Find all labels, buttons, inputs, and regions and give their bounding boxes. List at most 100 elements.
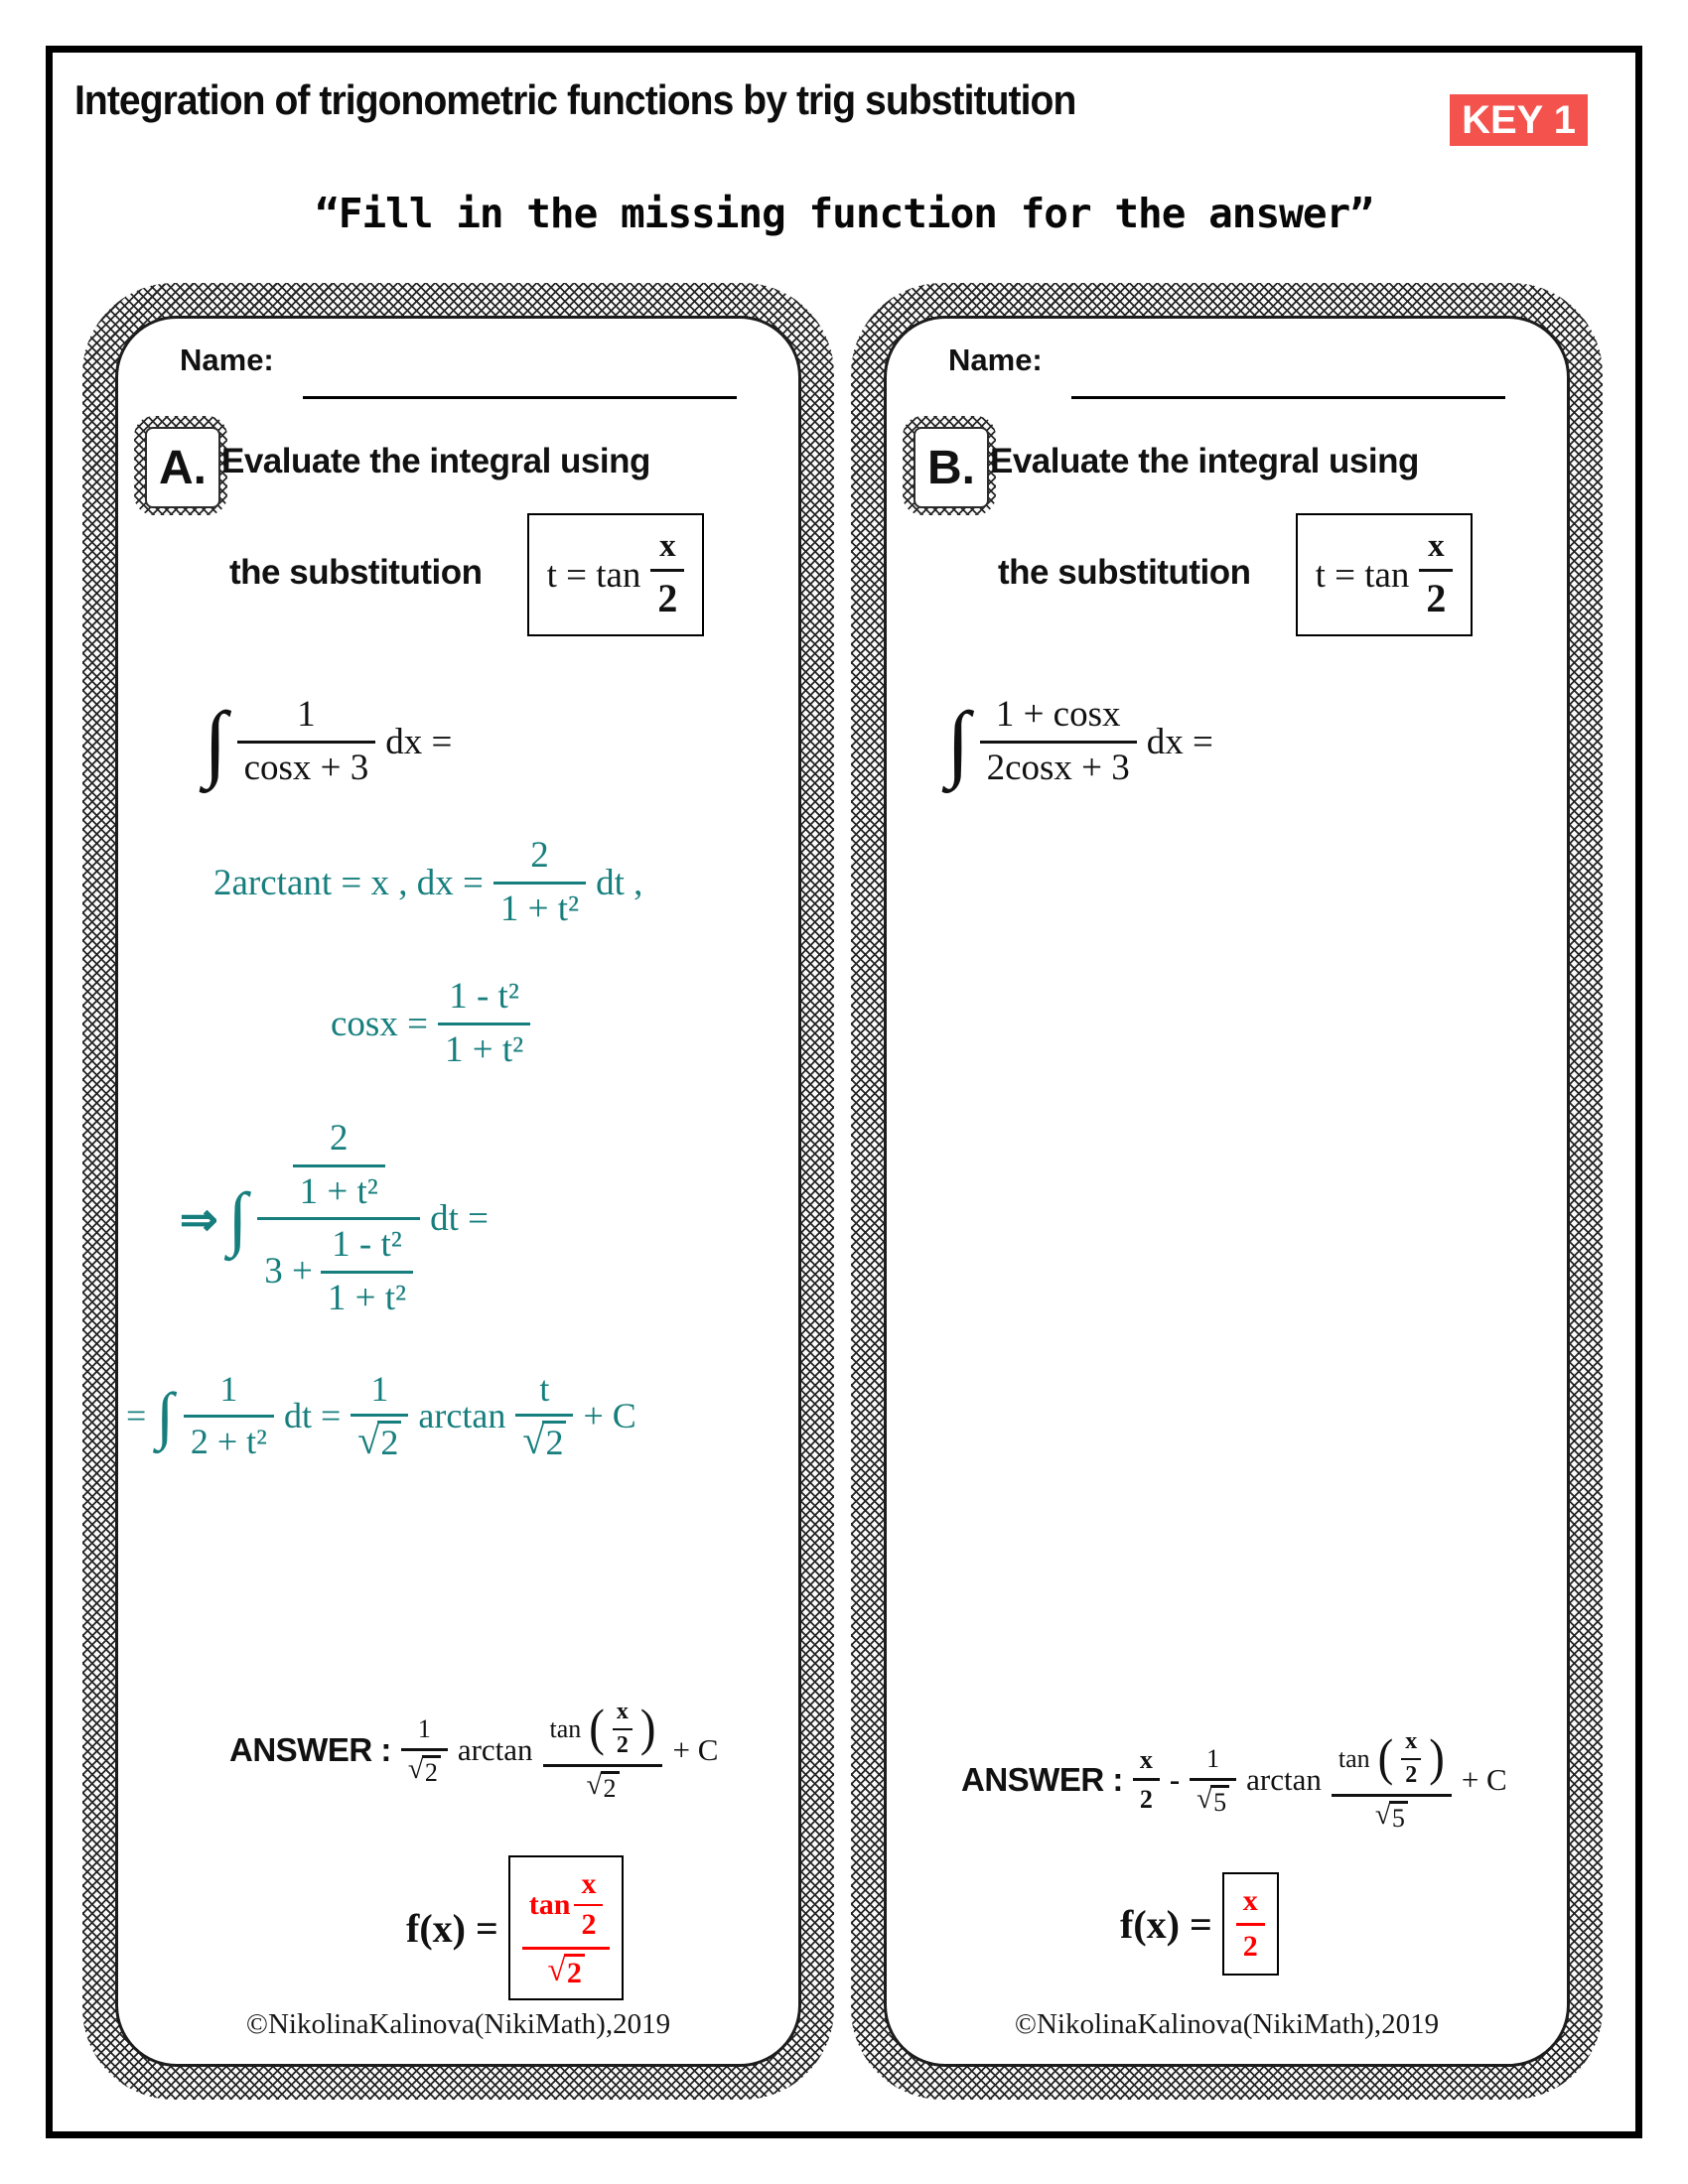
right-paren: ) <box>639 1700 656 1757</box>
fraction-bar <box>574 1903 604 1906</box>
prompt-line-2: the substitution <box>998 553 1251 592</box>
frac-num: 2 <box>329 1118 349 1159</box>
frac-num: x <box>1428 527 1445 564</box>
panel-a: Name: A. Evaluate the integral using the… <box>82 283 834 2100</box>
top-fraction: 2 1 + t² <box>292 1118 385 1213</box>
name-input-line[interactable] <box>1071 396 1505 399</box>
bottom-fraction: 1 - t² 1 + t² <box>320 1224 414 1319</box>
fx-line-b: f(x) = x 2 <box>1120 1872 1279 1976</box>
radical-sign: √ <box>357 1418 380 1463</box>
frac-num: 1 <box>417 1713 431 1743</box>
radical-sign: √ <box>1196 1782 1213 1815</box>
fx-label: f(x) = <box>1120 1901 1212 1947</box>
fraction-bar <box>1235 1922 1265 1926</box>
plus-c: + C <box>583 1396 636 1436</box>
tan-label: tan <box>549 1713 582 1743</box>
substitution-box-a: t = tan x 2 <box>527 513 704 636</box>
radical-sign: √ <box>522 1418 545 1463</box>
section-b-letter-box: B. <box>903 416 996 515</box>
left-paren: ( <box>1377 1729 1394 1787</box>
frac-den: 2 <box>1426 576 1447 621</box>
right-paren: ) <box>1429 1729 1445 1787</box>
fx-answer-box[interactable]: tan x 2 √ 2 <box>507 1855 625 2000</box>
integral-sign: ∫ <box>227 1178 248 1258</box>
fraction-bar <box>612 1727 633 1731</box>
integrand-fraction: 1 2 + t² <box>183 1369 274 1462</box>
frac-num: x <box>1139 1744 1153 1774</box>
work-line-4: = ∫ 1 2 + t² dt = 1 √ 2 arctan <box>126 1369 636 1462</box>
fraction-bar <box>292 1163 385 1167</box>
x-over-2: x 2 <box>1401 1728 1422 1790</box>
fx-answer-fraction: tan x 2 √ 2 <box>521 1867 611 1988</box>
panel-b-inner: Name: B. Evaluate the integral using the… <box>884 316 1570 2067</box>
argument-fraction: t √ 2 <box>515 1369 574 1462</box>
prompt-line-1: Evaluate the integral using <box>990 442 1419 480</box>
frac-den: 2 <box>1242 1929 1258 1963</box>
frac-den: 2 <box>1405 1762 1418 1789</box>
plus-c: + C <box>1461 1761 1507 1797</box>
fraction-bar <box>492 881 587 885</box>
fraction-bar <box>515 1414 574 1418</box>
integrand-fraction: 1 cosx + 3 <box>236 694 376 789</box>
nested-numerator: 2 1 + t² <box>286 1118 392 1213</box>
radicand: 5 <box>1388 1800 1408 1832</box>
work-line-3: ⇒ ∫ 2 1 + t² 3 + 1 - t² <box>180 1118 489 1319</box>
work-text: dt = <box>430 1198 490 1240</box>
section-a-letter: A. <box>159 441 207 494</box>
frac-den: 1 + t² <box>444 1028 524 1070</box>
plus-c: + C <box>672 1731 719 1767</box>
sqrt-5: √ 5 <box>1368 1800 1415 1832</box>
fx-line-a: f(x) = tan x 2 √ <box>406 1855 625 2000</box>
sqrt-2: √ 2 <box>351 1421 408 1462</box>
frac-den: 2cosx + 3 <box>986 747 1130 788</box>
fraction-bar <box>351 1414 409 1418</box>
radical-sign: √ <box>407 1752 424 1785</box>
sqrt-2: √ 2 <box>515 1421 573 1462</box>
frac-den: 2 <box>616 1732 629 1759</box>
fx-label: f(x) = <box>406 1905 498 1951</box>
fraction-bar <box>257 1217 421 1221</box>
answer-label: ANSWER : <box>229 1730 391 1768</box>
coefficient-fraction: 1 √ 5 <box>1190 1743 1237 1816</box>
sqrt-2: √ 2 <box>401 1752 448 1786</box>
sqrt-5: √ 5 <box>1190 1782 1236 1816</box>
x-over-2: x 2 <box>574 1867 604 1943</box>
dx-fraction: 2 1 + t² <box>492 835 587 930</box>
name-input-line[interactable] <box>303 396 737 399</box>
frac-num: t <box>539 1369 550 1409</box>
radicand: 2 <box>542 1421 567 1462</box>
answer-line-b: ANSWER : x 2 - 1 √ 5 arctan <box>961 1728 1507 1832</box>
big-nested-fraction: 2 1 + t² 3 + 1 - t² 1 + t² <box>257 1118 421 1319</box>
sqrt-2: √ 2 <box>580 1770 627 1802</box>
integral-expression-a: ∫ 1 cosx + 3 dx = <box>204 694 452 789</box>
fraction-bar <box>236 740 376 744</box>
radicand: 2 <box>600 1770 620 1802</box>
tan-label: tan <box>1337 1743 1370 1773</box>
x-over-2-fraction: x 2 <box>1132 1744 1160 1816</box>
nested-denominator: 3 + 1 - t² 1 + t² <box>257 1224 420 1319</box>
fraction-bar <box>650 569 685 573</box>
work-line-1: 2arctant = x , dx = 2 1 + t² dt , <box>213 835 642 930</box>
frac-num: 1 <box>1206 1743 1220 1773</box>
frac-num: 1 - t² <box>449 976 519 1017</box>
substitution-fraction: x 2 <box>1419 527 1454 622</box>
radicand: 2 <box>377 1421 402 1462</box>
fraction-bar <box>400 1747 448 1751</box>
fraction-bar <box>1401 1757 1422 1761</box>
fraction-bar <box>1132 1778 1160 1782</box>
prompt-line-1: Evaluate the integral using <box>221 442 650 480</box>
frac-num: x <box>616 1699 629 1724</box>
frac-num: 1 <box>219 1369 238 1410</box>
argument-fraction: tan ( x 2 ) √ 2 <box>542 1699 663 1802</box>
page-title: Integration of trigonometric functions b… <box>74 76 1076 123</box>
frac-num: x <box>659 527 676 564</box>
work-text: cosx = <box>331 1003 428 1044</box>
frac-den: 2 <box>1139 1785 1153 1815</box>
substitution-fraction: x 2 <box>650 527 685 622</box>
fraction-bar <box>1419 569 1454 573</box>
work-text: 3 + <box>264 1250 313 1292</box>
frac-num: 1 - t² <box>332 1224 402 1266</box>
integral-sign: ∫ <box>946 693 970 789</box>
frac-den: 2 <box>581 1908 597 1941</box>
fx-answer-box[interactable]: x 2 <box>1221 1872 1279 1976</box>
